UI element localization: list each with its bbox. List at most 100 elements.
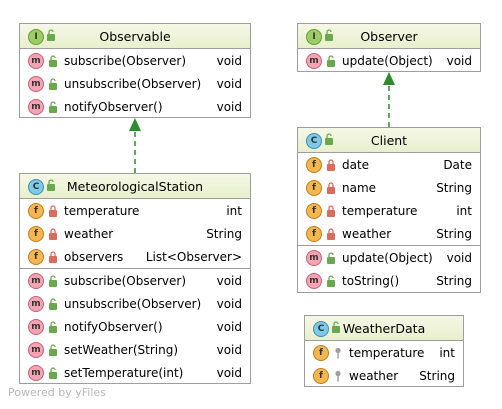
field-type: List<Observer> <box>145 249 242 264</box>
field-type: String <box>419 368 455 383</box>
private-lock-icon <box>48 250 58 263</box>
method-icon: m <box>28 295 44 312</box>
field-icon: f <box>28 225 44 242</box>
field-name: name <box>342 180 377 195</box>
observable-class-box[interactable]: I Observable m subscribe(Observer) void … <box>19 23 251 118</box>
class-name: MeteorologicalStation <box>66 178 204 194</box>
field-icon: f <box>313 367 329 384</box>
public-visibility-icon <box>326 251 336 264</box>
field-row[interactable]: f observers List<Observer> <box>20 245 250 268</box>
field-icon: f <box>28 248 44 265</box>
method-type: void <box>216 99 242 114</box>
method-type: void <box>216 273 242 288</box>
private-lock-icon <box>326 204 336 217</box>
method-type: void <box>216 365 242 380</box>
method-row[interactable]: m unsubscribe(Observer) void <box>20 292 250 315</box>
method-row[interactable]: m setTemperature(int) void <box>20 361 250 384</box>
class-icon: C <box>28 178 44 195</box>
field-row[interactable]: f temperature int <box>20 199 250 222</box>
client-class-box[interactable]: C Client f date Date f name String f tem… <box>297 127 481 293</box>
observer-class-box[interactable]: I Observer m update(Object) void <box>297 23 481 72</box>
field-type: int <box>456 203 472 218</box>
field-icon: f <box>313 344 329 361</box>
field-name: temperature <box>349 345 425 360</box>
method-type: void <box>216 296 242 311</box>
field-icon: f <box>28 202 44 219</box>
method-row[interactable]: m subscribe(Observer) void <box>20 269 250 292</box>
public-visibility-icon <box>47 179 55 194</box>
interface-icon: I <box>306 28 322 45</box>
methods-section: m update(Object) void <box>298 49 480 72</box>
field-icon: f <box>306 179 322 196</box>
field-row[interactable]: f weather String <box>305 364 463 387</box>
field-row[interactable]: f date Date <box>298 153 480 176</box>
method-row[interactable]: m update(Object) void <box>298 49 480 72</box>
public-visibility-icon <box>48 274 58 287</box>
field-row[interactable]: f weather String <box>20 222 250 245</box>
field-type: String <box>436 226 472 241</box>
field-icon: f <box>306 202 322 219</box>
class-header: I Observable <box>20 24 250 49</box>
public-visibility-icon <box>48 100 58 113</box>
public-visibility-icon <box>48 320 58 333</box>
method-row[interactable]: m notifyObserver() void <box>20 315 250 338</box>
public-visibility-icon <box>326 54 336 67</box>
method-row[interactable]: m unsubscribe(Observer) void <box>20 72 250 95</box>
public-visibility-icon <box>48 54 58 67</box>
method-type: void <box>216 342 242 357</box>
methods-section: m subscribe(Observer) void m unsubscribe… <box>20 269 250 384</box>
method-type: void <box>446 53 472 68</box>
method-row[interactable]: m subscribe(Observer) void <box>20 49 250 72</box>
private-lock-icon <box>48 227 58 240</box>
class-icon: C <box>313 320 329 337</box>
field-row[interactable]: f name String <box>298 176 480 199</box>
class-header: C WeatherData <box>305 316 463 341</box>
class-header: I Observer <box>298 24 480 49</box>
method-icon: m <box>28 364 44 381</box>
station-implements-observable-arrow <box>129 118 141 173</box>
method-name: unsubscribe(Observer) <box>64 296 202 311</box>
method-name: toString() <box>342 273 400 288</box>
method-icon: m <box>28 98 44 115</box>
interface-icon: I <box>28 28 44 45</box>
field-type: int <box>439 345 455 360</box>
method-icon: m <box>28 272 44 289</box>
method-row[interactable]: m update(Object) void <box>298 246 480 269</box>
field-row[interactable]: f weather String <box>298 222 480 245</box>
method-name: setWeather(String) <box>64 342 179 357</box>
class-header: C MeteorologicalStation <box>20 174 250 199</box>
method-row[interactable]: m notifyObserver() void <box>20 95 250 118</box>
methods-section: m subscribe(Observer) void m unsubscribe… <box>20 49 250 118</box>
private-lock-icon <box>48 204 58 217</box>
method-type: void <box>216 53 242 68</box>
method-name: setTemperature(int) <box>64 365 184 380</box>
client-implements-observer-arrow <box>383 72 395 127</box>
fields-section: f temperature int f weather String <box>305 341 463 387</box>
method-type: void <box>216 76 242 91</box>
field-name: temperature <box>342 203 418 218</box>
field-type: String <box>436 180 472 195</box>
public-visibility-icon <box>326 274 336 287</box>
method-type: String <box>436 273 472 288</box>
method-name: subscribe(Observer) <box>64 273 187 288</box>
method-row[interactable]: m toString() String <box>298 269 480 292</box>
public-visibility-icon <box>325 133 333 148</box>
method-icon: m <box>28 52 44 69</box>
method-name: subscribe(Observer) <box>64 53 187 68</box>
method-icon: m <box>28 341 44 358</box>
method-name: update(Object) <box>342 53 433 68</box>
field-type: int <box>226 203 242 218</box>
weatherdata-class-box[interactable]: C WeatherData f temperature int f weathe… <box>304 315 464 387</box>
meteorologicalstation-class-box[interactable]: C MeteorologicalStation f temperature in… <box>19 173 251 384</box>
package-visibility-pin-icon <box>333 347 343 359</box>
private-lock-icon <box>326 158 336 171</box>
field-icon: f <box>306 156 322 173</box>
method-row[interactable]: m setWeather(String) void <box>20 338 250 361</box>
field-row[interactable]: f temperature int <box>298 199 480 222</box>
field-row[interactable]: f temperature int <box>305 341 463 364</box>
class-header: C Client <box>298 128 480 153</box>
field-type: String <box>206 226 242 241</box>
method-type: void <box>446 250 472 265</box>
private-lock-icon <box>326 181 336 194</box>
method-icon: m <box>306 272 322 289</box>
